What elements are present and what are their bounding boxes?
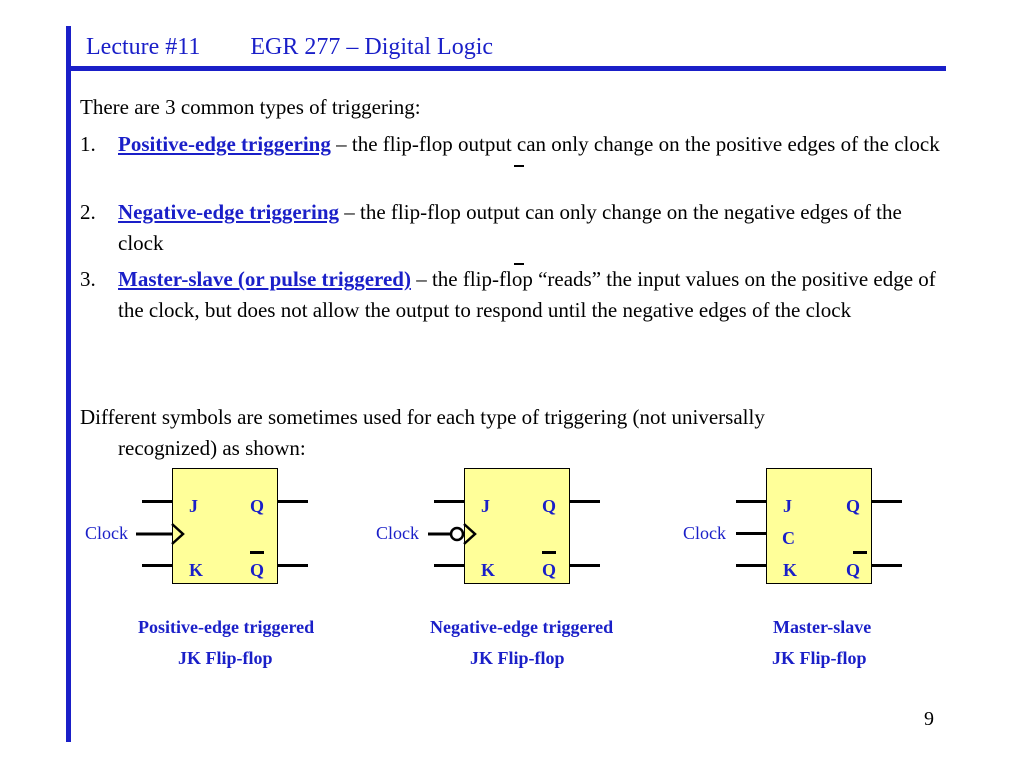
list-number: 1. bbox=[80, 132, 96, 156]
k-pin-label: K bbox=[189, 560, 204, 580]
k-pin-label: K bbox=[481, 560, 496, 580]
j-pin-label: J bbox=[481, 496, 490, 516]
qbar-overline bbox=[542, 551, 556, 554]
caption-master-slave-line2: JK Flip-flop bbox=[772, 648, 867, 668]
qbar-pin-label: Q bbox=[250, 560, 265, 580]
term-description: – the flip-flop output can only change o… bbox=[118, 200, 902, 255]
clock-label: Clock bbox=[85, 523, 128, 543]
q-output-lead bbox=[872, 500, 902, 503]
lecture-number: Lecture #11 bbox=[86, 34, 201, 60]
qbar-pin-label: Q bbox=[846, 560, 861, 580]
q-pin-label: Q bbox=[846, 496, 861, 516]
list-number: 2. bbox=[80, 200, 96, 224]
q-pin-label: Q bbox=[250, 496, 265, 516]
flipflop-master-slave: Clock J C K Q Q bbox=[676, 468, 902, 584]
clock-input-lead bbox=[736, 532, 766, 535]
k-input-lead bbox=[434, 564, 464, 567]
flipflop-negative-edge: Clock J K Q Q bbox=[374, 468, 600, 584]
qbar-output-lead bbox=[872, 564, 902, 567]
caption-negative-edge-line2: JK Flip-flop bbox=[470, 648, 565, 668]
j-input-lead bbox=[434, 500, 464, 503]
qbar-output-lead bbox=[278, 564, 308, 567]
clock-bubble-triangle-icon bbox=[428, 523, 477, 545]
course-title: EGR 277 – Digital Logic bbox=[250, 34, 494, 60]
clock-label: Clock bbox=[683, 523, 726, 543]
k-pin-label: K bbox=[783, 560, 798, 580]
j-input-lead bbox=[736, 500, 766, 503]
j-pin-label: J bbox=[783, 496, 792, 516]
term-negative-edge: Negative-edge triggering bbox=[118, 200, 340, 224]
term-positive-edge: Positive-edge triggering bbox=[118, 132, 331, 156]
stray-overbar-mark bbox=[514, 263, 524, 265]
slide-title: Lecture #11 EGR 277 – Digital Logic bbox=[86, 34, 493, 61]
flipflop-box bbox=[766, 468, 872, 584]
flipflop-positive-edge: Clock J K Q Q bbox=[82, 468, 308, 584]
list-text: Master-slave (or pulse triggered) – the … bbox=[118, 264, 948, 326]
clock-edge-triangle-icon bbox=[136, 523, 185, 545]
flipflop-box bbox=[172, 468, 278, 584]
caption-positive-edge-line1: Positive-edge triggered bbox=[138, 617, 315, 637]
stray-overbar-mark bbox=[514, 165, 524, 167]
paragraph-line-2: recognized) as shown: bbox=[118, 436, 306, 460]
caption-negative-edge-line1: Negative-edge triggered bbox=[430, 617, 614, 637]
left-accent-bar bbox=[66, 26, 71, 742]
q-pin-label: Q bbox=[542, 496, 557, 516]
k-input-lead bbox=[736, 564, 766, 567]
qbar-overline bbox=[853, 551, 867, 554]
list-text: Positive-edge triggering – the flip-flop… bbox=[118, 129, 948, 160]
list-text: Negative-edge triggering – the flip-flop… bbox=[118, 197, 948, 259]
list-number: 3. bbox=[80, 267, 96, 291]
caption-positive-edge-line2: JK Flip-flop bbox=[178, 648, 273, 668]
q-output-lead bbox=[570, 500, 600, 503]
qbar-overline bbox=[250, 551, 264, 554]
q-output-lead bbox=[278, 500, 308, 503]
intro-text: There are 3 common types of triggering: bbox=[80, 95, 421, 119]
j-pin-label: J bbox=[189, 496, 198, 516]
page-number: 9 bbox=[924, 708, 934, 730]
symbols-paragraph: Different symbols are sometimes used for… bbox=[80, 402, 948, 464]
j-input-lead bbox=[142, 500, 172, 503]
title-underline-bar bbox=[66, 66, 946, 71]
term-description: – the flip-flop “reads” the input values… bbox=[118, 267, 936, 322]
term-master-slave: Master-slave (or pulse triggered) bbox=[118, 267, 411, 291]
flipflop-box bbox=[464, 468, 570, 584]
caption-master-slave-line1: Master-slave bbox=[773, 617, 872, 637]
term-description: – the flip-flop output can only change o… bbox=[330, 132, 940, 156]
qbar-pin-label: Q bbox=[542, 560, 557, 580]
qbar-output-lead bbox=[570, 564, 600, 567]
k-input-lead bbox=[142, 564, 172, 567]
c-pin-label: C bbox=[782, 528, 795, 548]
clock-label: Clock bbox=[376, 523, 419, 543]
paragraph-line-1: Different symbols are sometimes used for… bbox=[80, 405, 765, 429]
